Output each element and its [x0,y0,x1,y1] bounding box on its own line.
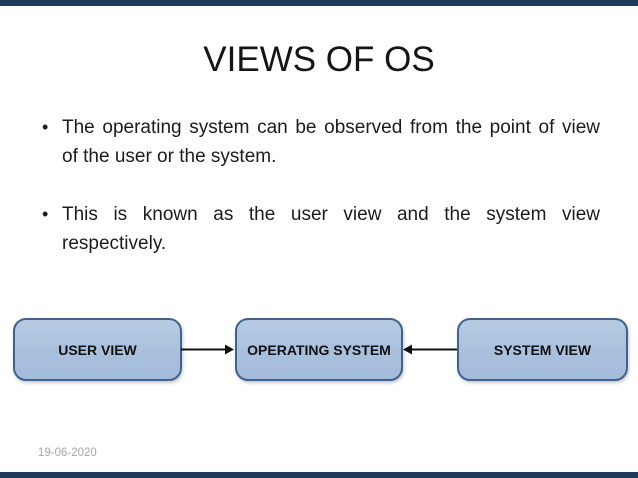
box-operating-system-label: OPERATING SYSTEM [247,341,391,358]
arrow-left-icon [403,344,457,355]
box-user-view-label: USER VIEW [58,341,137,358]
bullet-item-2: • This is known as the user view and the… [40,200,600,258]
bullet-2-line-1: This is known as the user view and the s… [62,204,600,225]
bullet-1-line-2: of the user or the system. [62,146,277,167]
top-border-bar [0,0,638,6]
bullet-text-2: This is known as the user view and the s… [62,200,600,258]
views-diagram: USER VIEW OPERATING SYSTEM SYSTEM VIEW [0,317,638,387]
bottom-border-bar [0,472,638,478]
arrow-right-icon [181,344,234,355]
bullet-item-1: • The operating system can be observed f… [40,113,600,171]
box-user-view: USER VIEW [13,318,182,381]
slide-date: 19-06-2020 [38,447,97,459]
bullet-2-line-2: respectively. [62,233,167,254]
bullet-marker: • [42,204,49,224]
bullet-text-1: The operating system can be observed fro… [62,113,600,171]
bullet-marker: • [42,117,49,137]
box-system-view: SYSTEM VIEW [457,318,628,381]
slide-title: VIEWS OF OS [203,40,435,79]
box-operating-system: OPERATING SYSTEM [235,318,403,381]
box-system-view-label: SYSTEM VIEW [493,341,592,358]
bullet-1-line-1: The operating system can be observed fro… [62,117,600,138]
